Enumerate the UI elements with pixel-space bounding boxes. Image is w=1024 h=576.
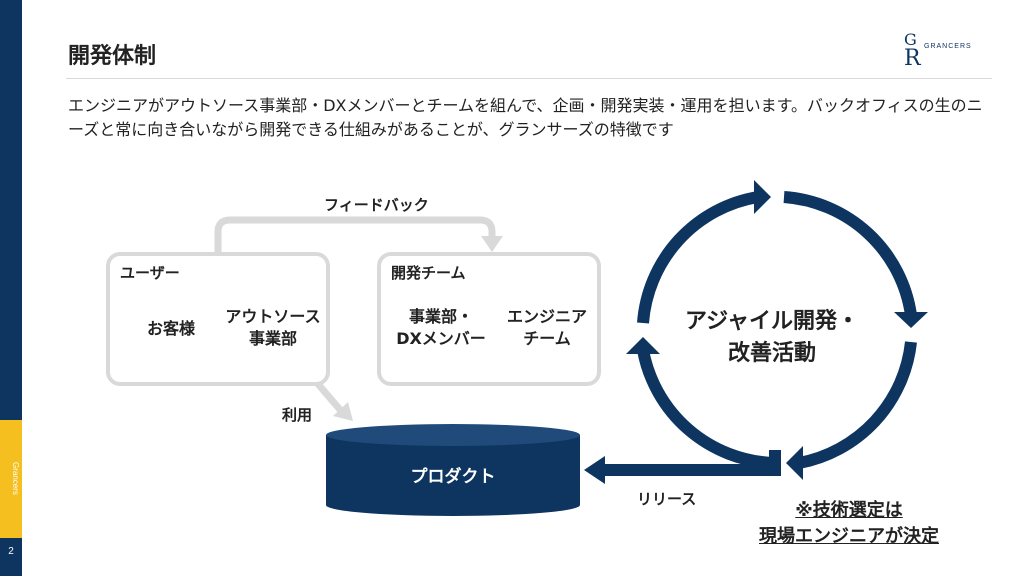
product-label: プロダクト bbox=[410, 467, 496, 487]
engineer-team-line2: チーム bbox=[523, 329, 571, 348]
release-label: リリース bbox=[637, 490, 697, 508]
use-arrow bbox=[315, 381, 345, 415]
product-cylinder-top bbox=[326, 424, 580, 446]
cycle-arrowhead-right bbox=[894, 312, 928, 328]
cycle-arc-left bbox=[637, 348, 774, 469]
user-box-label: ユーザー bbox=[120, 264, 180, 282]
use-label: 利用 bbox=[282, 406, 313, 424]
cycle-arc-bottom bbox=[797, 341, 917, 469]
sidebar-brand-label: Grancers bbox=[11, 461, 20, 495]
cycle-arc-right bbox=[783, 191, 917, 316]
product-cylinder-bottom bbox=[326, 494, 580, 516]
release-arrow bbox=[602, 450, 781, 476]
dx-member-line2: DXメンバー bbox=[396, 329, 486, 348]
feedback-label: フィードバック bbox=[324, 196, 429, 214]
engineer-team-label: エンジニア チーム bbox=[495, 306, 599, 350]
outsource-line1: アウトソース bbox=[225, 307, 321, 326]
page-title: 開発体制 bbox=[68, 44, 157, 69]
feedback-arrow bbox=[214, 216, 496, 254]
release-arrowhead bbox=[584, 456, 605, 484]
cycle-arc-top bbox=[637, 191, 760, 324]
agile-cycle-label: アジャイル開発・ 改善活動 bbox=[672, 306, 872, 370]
tech-selection-note: ※技術選定は 現場エンジニアが決定 bbox=[744, 498, 954, 550]
logo-letter-r: R bbox=[904, 46, 921, 71]
engineer-team-line1: エンジニア bbox=[506, 307, 587, 326]
customer-label: お客様 bbox=[146, 319, 195, 338]
feedback-arrowhead bbox=[481, 236, 503, 252]
dx-member-label: 事業部・ DXメンバー bbox=[383, 306, 499, 350]
user-box: ユーザー お客様 アウトソース 事業部 bbox=[106, 252, 330, 386]
logo-letter-g: G bbox=[904, 30, 917, 49]
agile-cycle-line1: アジャイル開発・ bbox=[684, 309, 860, 334]
dev-team-label: 開発チーム bbox=[391, 264, 466, 282]
cycle-arrowhead-top bbox=[754, 180, 771, 214]
use-arrowhead bbox=[333, 402, 353, 421]
product-cylinder-body bbox=[326, 435, 580, 505]
grancers-logo: G R GRANCERS bbox=[900, 28, 980, 72]
page-number: 2 bbox=[8, 546, 14, 557]
title-divider bbox=[66, 78, 992, 79]
dx-member-line1: 事業部・ bbox=[408, 307, 473, 326]
note-line2: 現場エンジニアが決定 bbox=[759, 526, 939, 547]
outsource-line2: 事業部 bbox=[248, 329, 297, 348]
dev-team-box: 開発チーム 事業部・ DXメンバー エンジニア チーム bbox=[377, 252, 601, 386]
outsource-label: アウトソース 事業部 bbox=[218, 306, 328, 350]
note-line1: ※技術選定は bbox=[795, 500, 903, 521]
agile-cycle-line2: 改善活動 bbox=[727, 341, 816, 366]
intro-text: エンジニアがアウトソース事業部・DXメンバーとチームを組んで、企画・開発実装・運… bbox=[68, 96, 983, 139]
cycle-arrowhead-bottom bbox=[786, 446, 803, 480]
sidebar-accent bbox=[0, 420, 22, 538]
logo-wordmark: GRANCERS bbox=[924, 43, 972, 50]
cycle-arrowhead-left bbox=[626, 337, 660, 354]
